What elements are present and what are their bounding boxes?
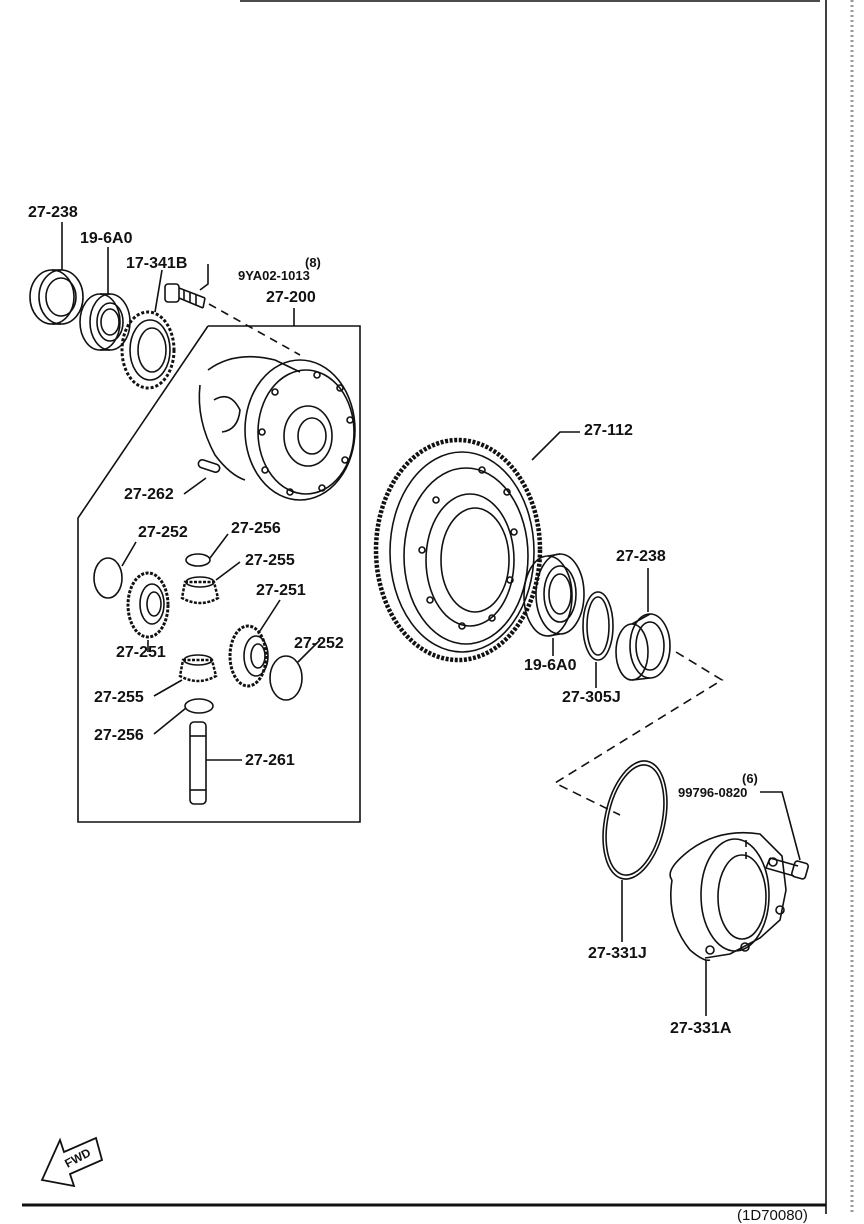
pinion-gear-27-255-a <box>180 576 220 605</box>
bolt-99796-0820 <box>765 857 810 880</box>
label-27-256-lower: 27-256 <box>94 727 144 744</box>
o-ring-27-331j <box>602 760 668 880</box>
label-27-261: 27-261 <box>245 752 295 769</box>
label-9ya02-1013: 9YA02-1013 <box>238 268 310 283</box>
bearing-19-6a0-right <box>523 553 585 637</box>
thrust-washer-27-252-a <box>93 557 123 599</box>
bearing-housing-27-331a <box>669 831 787 962</box>
label-27-252-upper: 27-252 <box>138 524 188 541</box>
diagram-code: (1D70080) <box>737 1207 808 1224</box>
label-27-251-left: 27-251 <box>116 644 166 661</box>
label-27-255-lower: 27-255 <box>94 689 144 706</box>
washer-27-256-a <box>185 553 211 567</box>
bearing-27-238-left <box>29 269 84 325</box>
label-27-305j: 27-305J <box>562 689 621 706</box>
label-27-252-lower: 27-252 <box>294 635 344 652</box>
pinion-shaft-27-261 <box>189 721 207 805</box>
label-bolt-qty-6: (6) <box>742 771 758 786</box>
label-27-331j: 27-331J <box>588 945 647 962</box>
side-gear-27-251-a <box>126 571 170 639</box>
label-27-331a: 27-331A <box>670 1020 732 1037</box>
label-bolt-qty-8: (8) <box>305 255 321 270</box>
side-gear-27-251-b <box>228 624 269 688</box>
thrust-washer-27-252-b <box>269 655 303 701</box>
label-19-6a0-left: 19-6A0 <box>80 230 133 247</box>
bearing-19-6a0-left <box>79 293 131 351</box>
gear-17-341b <box>120 310 176 390</box>
bolt-9ya02-1013 <box>164 283 206 309</box>
label-99796-0820: 99796-0820 <box>678 785 748 800</box>
label-27-238-right: 27-238 <box>616 548 666 565</box>
label-27-251-right: 27-251 <box>256 582 306 599</box>
case-group-box <box>77 325 361 823</box>
label-27-255-upper: 27-255 <box>245 552 295 569</box>
label-27-238-left: 27-238 <box>28 204 78 221</box>
pinion-gear-27-255-b <box>178 654 218 683</box>
forward-direction-arrow <box>40 1136 104 1188</box>
shim-27-305j <box>582 591 614 661</box>
bearing-race-27-238-right <box>615 613 671 681</box>
label-17-341b: 17-341B <box>126 255 188 272</box>
pin-27-262 <box>197 459 221 473</box>
washer-27-256-b <box>184 698 214 714</box>
ring-gear-27-112 <box>373 437 543 663</box>
differential-case <box>198 355 356 501</box>
label-27-262: 27-262 <box>124 486 174 503</box>
label-27-112: 27-112 <box>584 422 633 439</box>
label-27-256-upper: 27-256 <box>231 520 281 537</box>
label-27-200: 27-200 <box>266 289 316 306</box>
label-19-6a0-right: 19-6A0 <box>524 657 577 674</box>
